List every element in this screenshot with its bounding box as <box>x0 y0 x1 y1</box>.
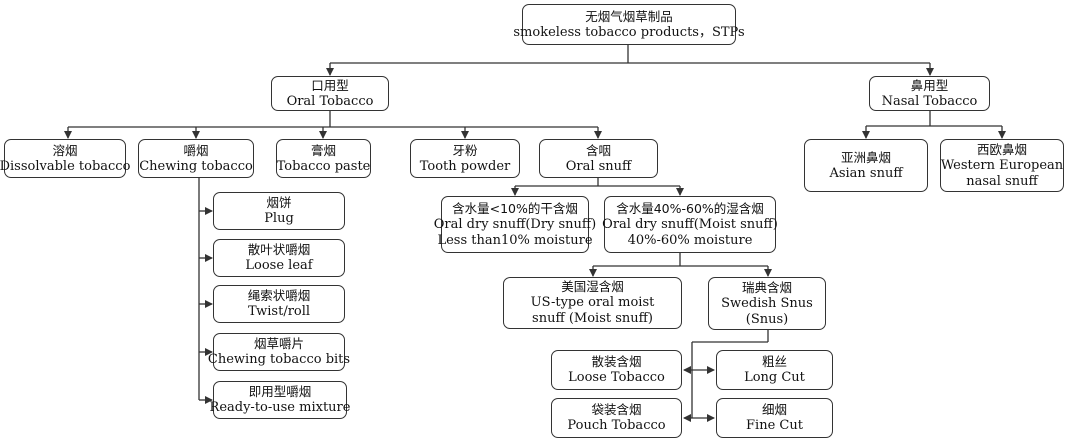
snus-type-pouch: 袋装含烟 Pouch Tobacco <box>551 398 682 438</box>
moist-type-en: US-type oral moist <box>530 295 655 310</box>
nasal-type-zh: 西欧鼻烟 <box>976 141 1027 157</box>
snus-type-en: Fine Cut <box>746 418 803 433</box>
snus-type-long-cut: 粗丝 Long Cut <box>716 350 833 390</box>
moist-type-us: 美国湿含烟 US-type oral moist snuff (Moist sn… <box>503 277 682 329</box>
oral-type-zh: 牙粉 <box>452 142 478 158</box>
oral-type-en: Chewing tobacco <box>139 158 253 174</box>
moist-type-zh: 瑞典含烟 <box>741 279 792 295</box>
oral-type-paste: 膏烟 Tobacco paste <box>276 139 371 178</box>
snuff-type-en: Oral dry snuff(Dry snuff) <box>433 216 597 232</box>
moist-type-zh: 美国湿含烟 <box>561 279 624 294</box>
nasal-node: 鼻用型 Nasal Tobacco <box>869 76 990 111</box>
nasal-type-en2: nasal snuff <box>966 173 1038 189</box>
nasal-type-asian: 亚洲鼻烟 Asian snuff <box>804 139 928 192</box>
chewing-type-zh: 即用型嚼烟 <box>248 384 312 399</box>
oral-type-en: Tobacco paste <box>276 158 371 174</box>
snus-type-zh: 粗丝 <box>761 354 787 369</box>
snuff-type-moist: 含水量40%-60%的湿含烟 Oral dry snuff(Moist snuf… <box>602 196 778 253</box>
snus-type-zh: 散装含烟 <box>591 354 642 369</box>
oral-en: Oral Tobacco <box>286 93 374 109</box>
chewing-type-plug: 烟饼 Plug <box>213 192 345 230</box>
oral-type-en: Dissolvable tobacco <box>0 158 131 174</box>
nasal-type-en: Asian snuff <box>829 165 903 181</box>
oral-type-dissolvable: 溶烟 Dissolvable tobacco <box>0 139 130 178</box>
nasal-type-western: 西欧鼻烟 Western European nasal snuff <box>940 139 1064 192</box>
snus-type-en: Pouch Tobacco <box>567 418 666 433</box>
snuff-type-en2: Less than10% moisture <box>437 232 593 248</box>
moist-type-swedish: 瑞典含烟 Swedish Snus (Snus) <box>708 277 826 330</box>
moist-type-en2: (Snus) <box>745 311 789 327</box>
chewing-type-en: Ready-to-use mixture <box>209 400 351 415</box>
snuff-type-zh: 含水量<10%的干含烟 <box>452 200 578 216</box>
chewing-type-en: Chewing tobacco bits <box>207 352 351 367</box>
snuff-type-en: Oral dry snuff(Moist snuff) <box>602 216 778 232</box>
chewing-type-zh: 绳索状嚼烟 <box>247 288 311 303</box>
snuff-type-zh: 含水量40%-60%的湿含烟 <box>616 200 764 216</box>
root-node: 无烟气烟草制品 smokeless tobacco products，STPs <box>513 4 745 45</box>
chewing-type-zh: 烟饼 <box>266 195 292 210</box>
chewing-type-zh: 烟草嚼片 <box>253 336 304 351</box>
oral-type-chewing: 嚼烟 Chewing tobacco <box>138 139 254 178</box>
oral-zh: 口用型 <box>311 77 349 93</box>
nasal-zh: 鼻用型 <box>910 77 949 93</box>
oral-type-en: Tooth powder <box>419 158 511 174</box>
oral-type-zh: 膏烟 <box>310 142 336 158</box>
snus-type-zh: 细烟 <box>761 402 787 417</box>
chewing-type-twist: 绳索状嚼烟 Twist/roll <box>213 285 345 323</box>
oral-type-zh: 嚼烟 <box>183 142 209 158</box>
moist-type-en: Swedish Snus <box>721 295 813 311</box>
snus-type-en: Long Cut <box>744 370 805 385</box>
chewing-type-loose-leaf: 散叶状嚼烟 Loose leaf <box>213 239 345 277</box>
snus-type-zh: 袋装含烟 <box>591 402 642 417</box>
oral-type-tooth-powder: 牙粉 Tooth powder <box>410 139 520 178</box>
root-zh: 无烟气烟草制品 <box>585 8 673 24</box>
oral-type-oral-snuff: 含咽 Oral snuff <box>539 139 658 178</box>
oral-type-en: Oral snuff <box>565 158 632 174</box>
snus-type-en: Loose Tobacco <box>568 370 665 385</box>
chewing-type-en: Loose leaf <box>245 258 313 273</box>
snus-type-fine-cut: 细烟 Fine Cut <box>716 398 833 438</box>
chewing-type-bits: 烟草嚼片 Chewing tobacco bits <box>208 333 350 371</box>
snuff-type-en2: 40%-60% moisture <box>627 232 753 248</box>
oral-type-zh: 含咽 <box>585 142 611 158</box>
snuff-type-dry: 含水量<10%的干含烟 Oral dry snuff(Dry snuff) Le… <box>434 196 596 253</box>
chewing-type-ready: 即用型嚼烟 Ready-to-use mixture <box>210 381 350 419</box>
oral-node: 口用型 Oral Tobacco <box>271 76 389 111</box>
moist-type-en2: snuff (Moist snuff) <box>532 311 653 326</box>
oral-type-zh: 溶烟 <box>52 142 78 158</box>
nasal-type-zh: 亚洲鼻烟 <box>840 149 891 165</box>
root-en: smokeless tobacco products，STPs <box>513 24 745 40</box>
chewing-type-zh: 散叶状嚼烟 <box>247 242 311 257</box>
chewing-type-en: Twist/roll <box>247 304 311 319</box>
nasal-type-en: Western European <box>940 157 1064 173</box>
chewing-type-en: Plug <box>264 211 294 226</box>
snus-type-loose: 散装含烟 Loose Tobacco <box>551 350 682 390</box>
nasal-en: Nasal Tobacco <box>881 93 978 109</box>
